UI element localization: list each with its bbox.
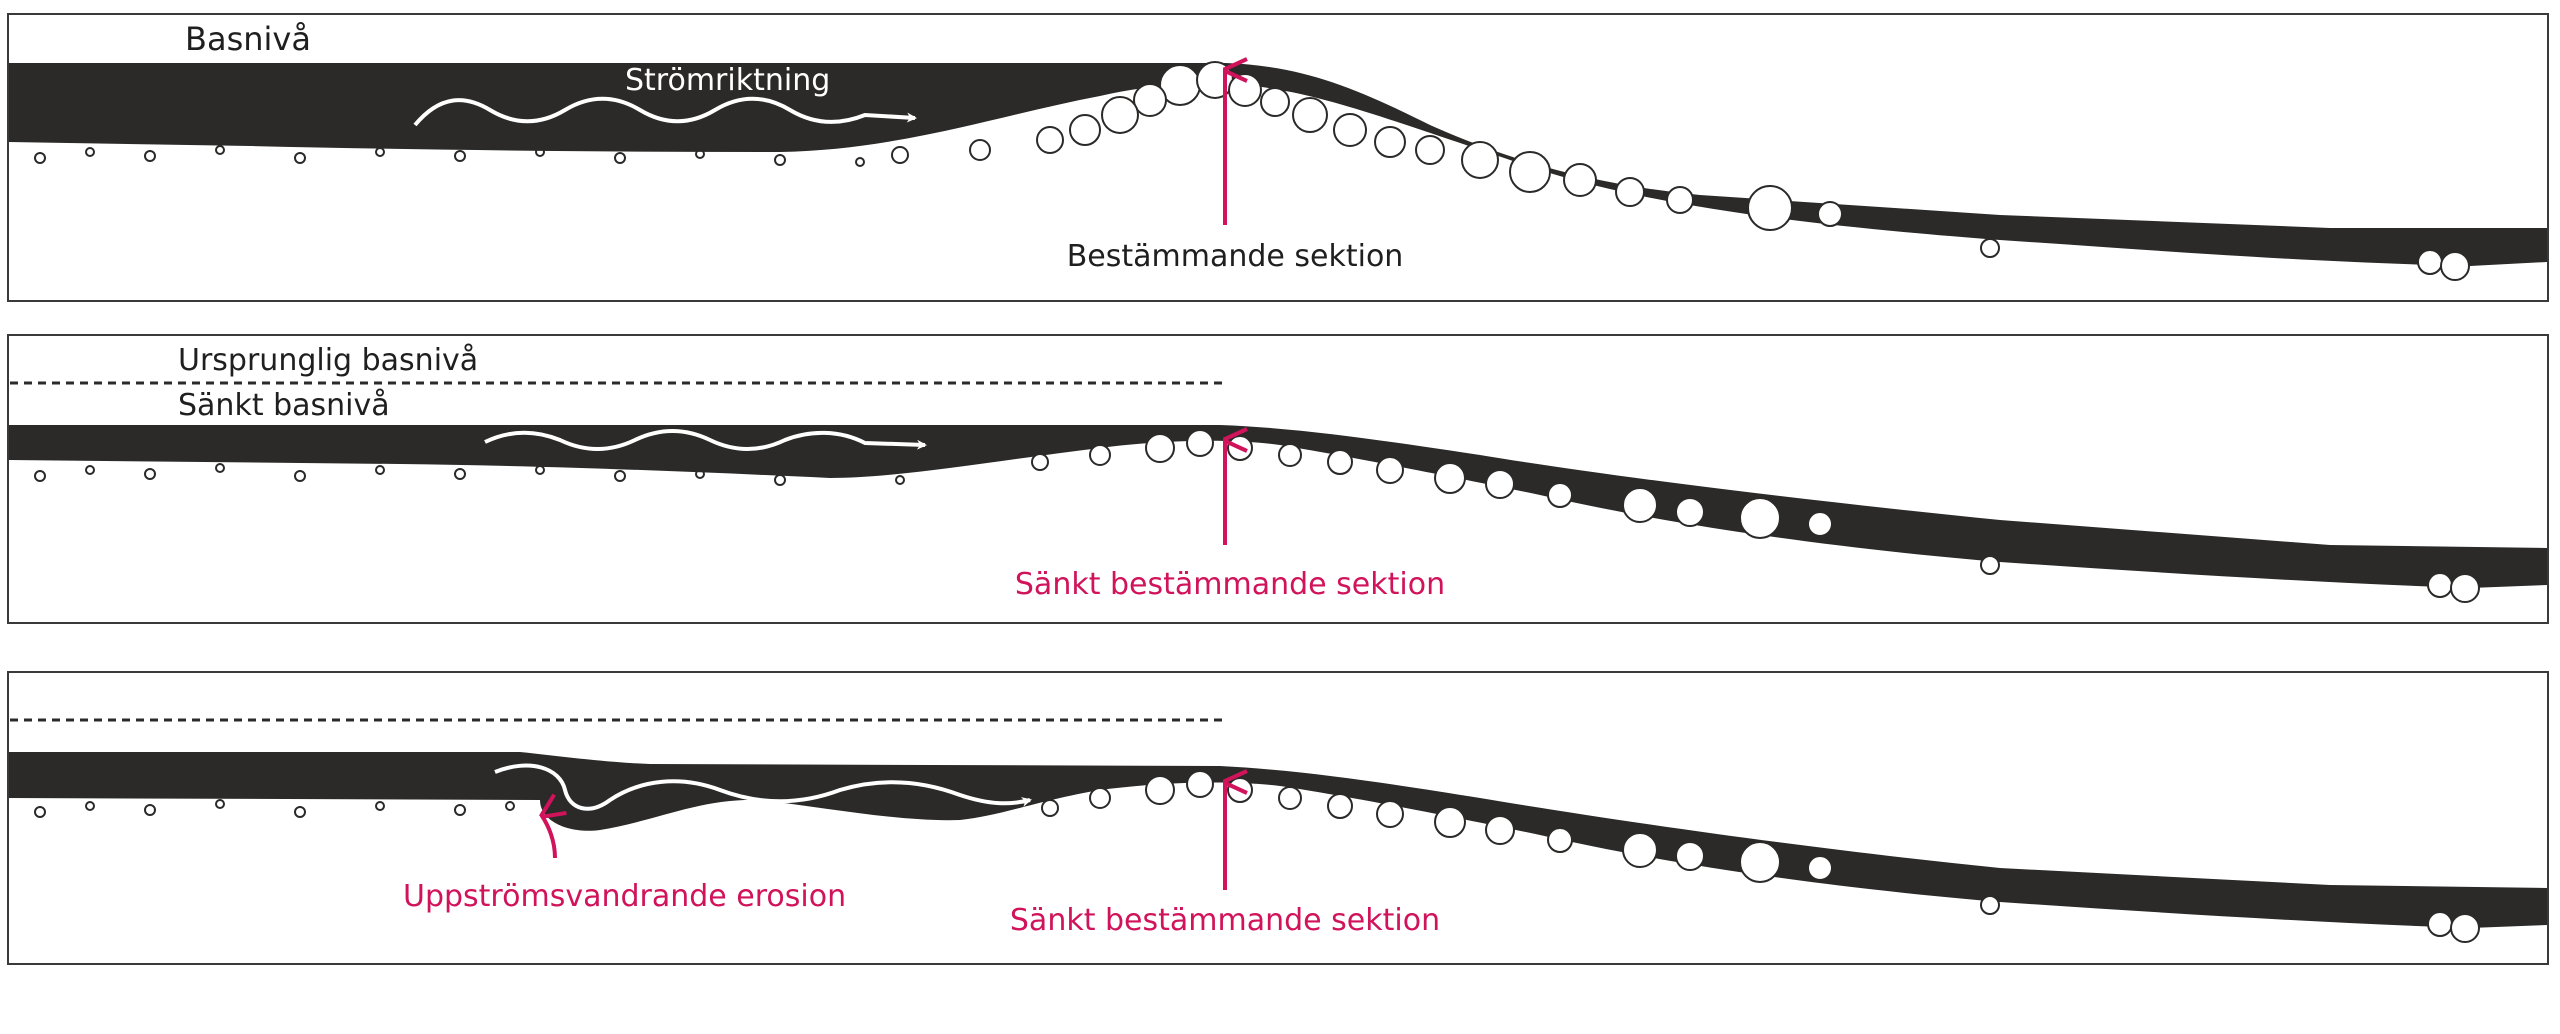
panel-1-flow-label: Strömriktning	[625, 63, 830, 98]
panel-2-original-base-level-label: Ursprunglig basnivå	[178, 343, 478, 378]
panel-1-upstream-gravel	[34, 145, 865, 167]
panel-1-base-level-label: Basnivå	[185, 20, 311, 58]
panel-3-erosion-label: Uppströmsvandrande erosion	[403, 879, 846, 914]
panel-2-upstream-gravel	[34, 463, 905, 486]
panel-2-section-label: Sänkt bestämmande sektion	[1015, 567, 1445, 602]
panel-2-water	[9, 425, 2547, 588]
panel-2-lowered-base-level-label: Sänkt basnivå	[178, 388, 390, 423]
panel-1-frame	[7, 13, 2549, 302]
panel-2: Ursprunglig basnivå Sänkt basnivå Sänkt …	[7, 334, 2549, 624]
panel-1-flow-arrow	[413, 96, 917, 127]
panel-3-flow-arrow	[494, 763, 1032, 811]
panel-3: Uppströmsvandrande erosion Sänkt bestämm…	[7, 671, 2549, 965]
panel-1: Basnivå Strömriktning Bestämmande sektio…	[7, 13, 2549, 302]
panel-3-section-label: Sänkt bestämmande sektion	[1010, 903, 1440, 938]
panel-3-upstream-gravel	[34, 799, 515, 818]
panel-3-erosion-arrow	[542, 816, 555, 859]
panel-3-water	[9, 752, 2547, 928]
panel-2-bed-stones	[1031, 429, 2480, 603]
panel-1-bed-stones	[891, 61, 2470, 281]
panel-2-flow-arrow	[484, 429, 927, 451]
panel-1-section-label: Bestämmande sektion	[1067, 239, 1404, 274]
